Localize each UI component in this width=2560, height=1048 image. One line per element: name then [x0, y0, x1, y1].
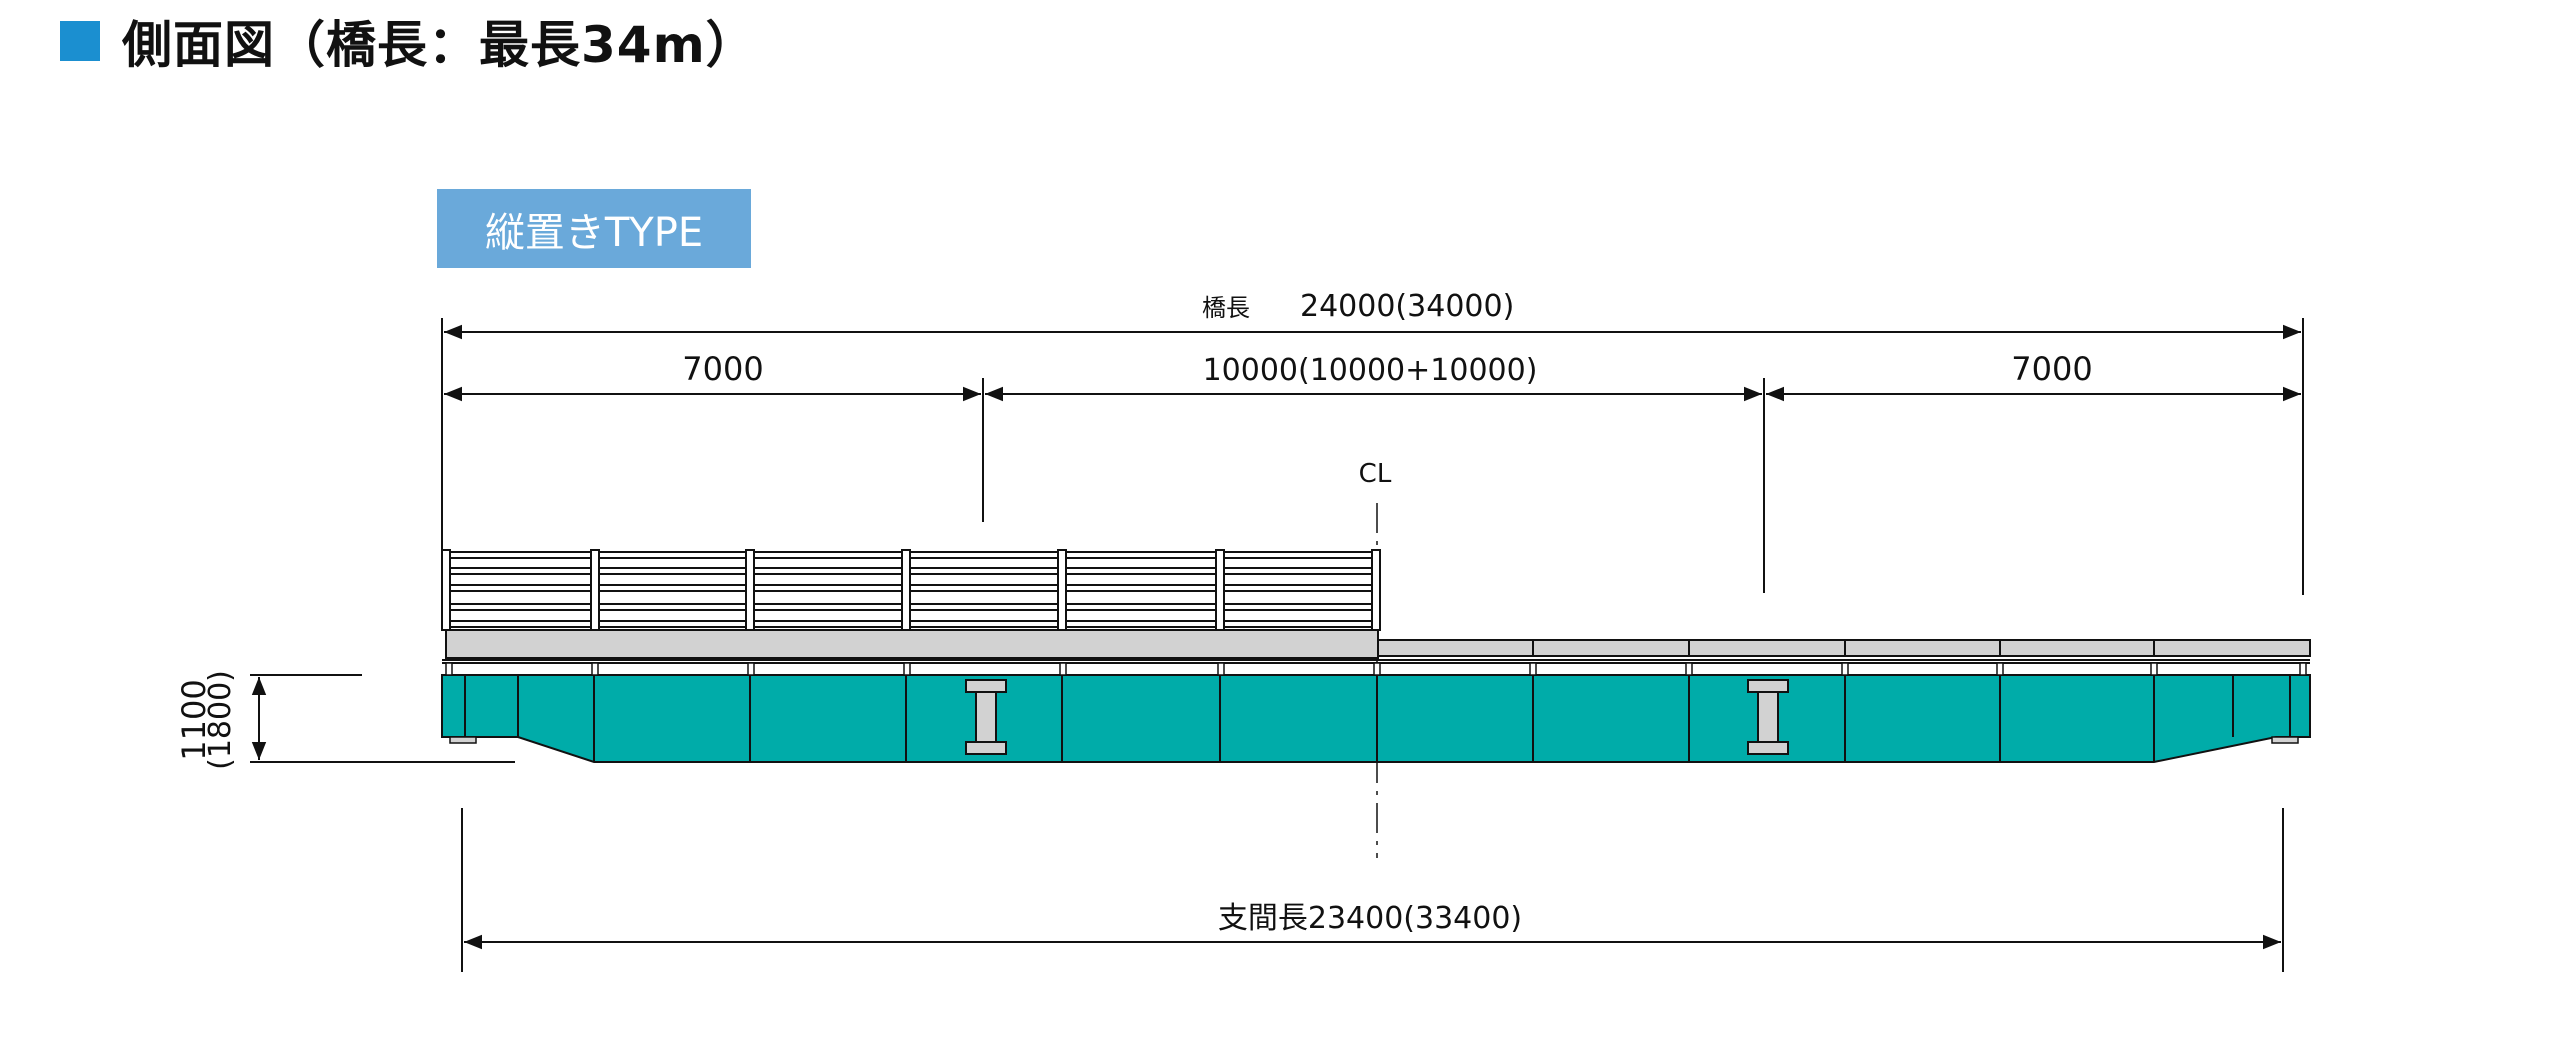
handrail-posts [441, 549, 1381, 631]
centerline-label: CL [1359, 459, 1392, 489]
bridge-length-label: 橋長 [1202, 294, 1250, 322]
segment-left-label: 7000 [682, 350, 763, 388]
deck [442, 629, 2311, 676]
title-bar: 側面図（橋長：最長34m） [60, 6, 757, 76]
segment-right-label: 7000 [2011, 350, 2092, 388]
segment-center-label: 10000(10000+10000) [1203, 353, 1538, 388]
title-square-icon [60, 21, 100, 61]
height-alt-label: (1800) [203, 670, 238, 770]
bridge-length-value: 24000(34000) [1300, 289, 1514, 324]
support-right [1747, 679, 1789, 755]
handrail [446, 551, 1378, 628]
dimension-lines [250, 318, 2304, 972]
page-title: 側面図（橋長：最長34m） [122, 16, 757, 74]
hull [441, 674, 2311, 763]
height-main-label: 1100 [175, 679, 213, 760]
support-left [965, 679, 1007, 755]
span-length-label: 支間長23400(33400) [1218, 901, 1522, 936]
type-badge: 縦置きTYPE [437, 189, 751, 268]
